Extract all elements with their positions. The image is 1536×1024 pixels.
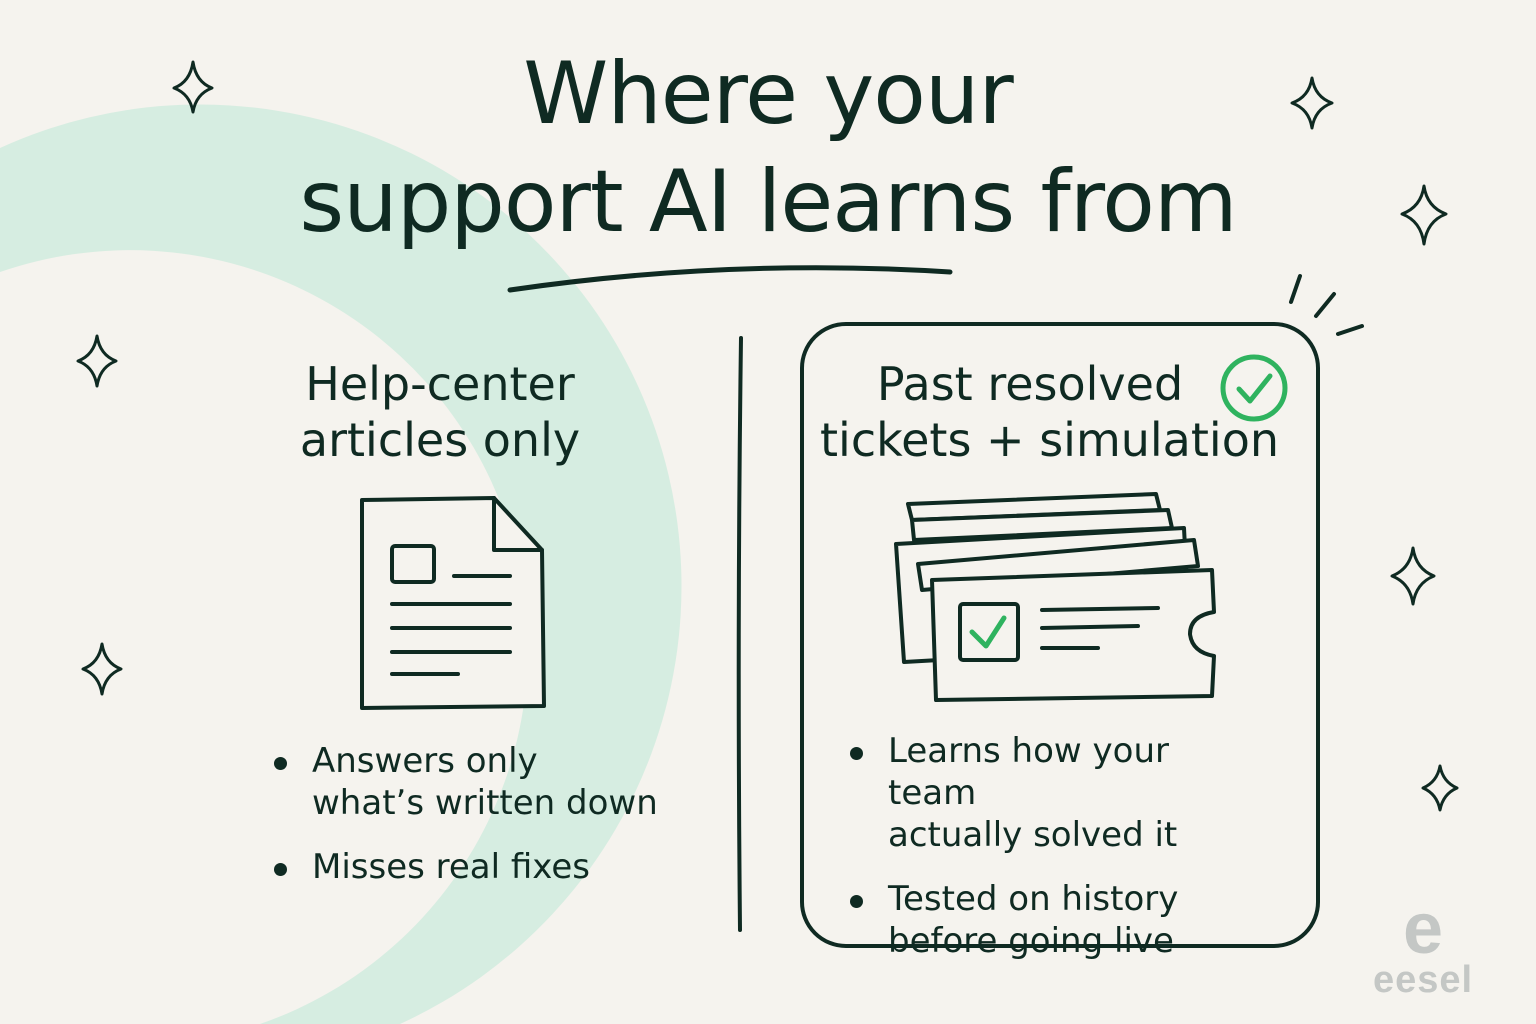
bullet-text-line: what’s written down: [312, 783, 658, 823]
list-item: Answers only what’s written down: [270, 740, 670, 824]
highlight-card: [800, 322, 1320, 948]
sparkle-icon: [1390, 546, 1436, 606]
title-line-1: Where your: [523, 44, 1014, 144]
right-bullet-list: Learns how your team actually solved it …: [846, 730, 1266, 984]
page-title: Where your support AI learns from: [0, 40, 1536, 256]
left-heading-line-2: articles only: [299, 413, 581, 467]
sparkle-icon: [172, 60, 214, 114]
title-underline: [507, 265, 953, 293]
bullet-text-line: Answers only: [312, 741, 538, 781]
ticket-stack-icon: [894, 492, 1216, 702]
left-heading-line-1: Help-center: [305, 357, 575, 411]
check-circle-icon: [1220, 354, 1288, 422]
right-heading-line-1: Past resolved: [876, 357, 1184, 411]
sparkle-icon: [76, 334, 118, 388]
right-heading-line-2: tickets + simulation: [820, 413, 1279, 467]
bullet-text-line: actually solved it: [888, 815, 1178, 855]
bullet-text-line: before going live: [888, 921, 1174, 961]
list-item: Learns how your team actually solved it: [846, 730, 1266, 856]
document-icon: [360, 496, 546, 710]
emphasis-marks: [1289, 274, 1364, 336]
bullet-text-line: Misses real fixes: [312, 847, 591, 887]
mint-arc-shape: [0, 104, 682, 1024]
right-column-heading: Past resolved tickets + simulation: [820, 356, 1279, 468]
left-column-heading: Help-center articles only: [270, 356, 610, 468]
bullet-text-line: Learns how your team: [888, 731, 1169, 813]
logo-wordmark: eesel: [1372, 959, 1474, 1001]
title-line-2: support AI learns from: [299, 152, 1237, 252]
sparkle-icon: [1290, 76, 1334, 130]
eesel-logo: e eesel: [1368, 889, 1478, 1001]
left-bullet-list: Answers only what’s written down Misses …: [270, 740, 670, 910]
sparkle-icon: [81, 642, 123, 696]
list-item: Misses real fixes: [270, 846, 670, 888]
list-item: Tested on history before going live: [846, 878, 1266, 962]
sparkle-icon: [1421, 764, 1459, 812]
column-divider: [736, 336, 743, 932]
sparkle-icon: [1400, 184, 1448, 246]
bullet-text-line: Tested on history: [888, 879, 1179, 919]
logo-mark: e: [1402, 889, 1444, 969]
